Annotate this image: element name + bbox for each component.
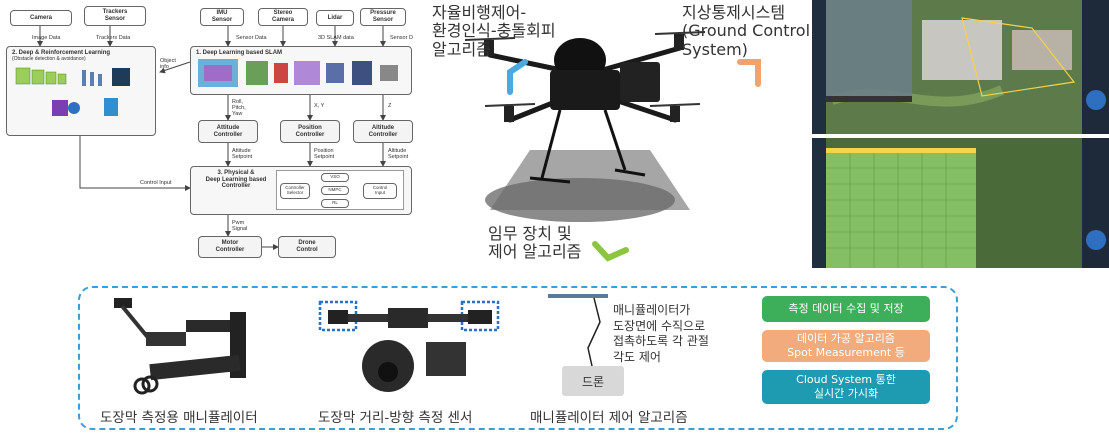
xy-label: X, Y <box>314 103 325 109</box>
cloud-visualization-pill: Cloud System 통한 실시간 가시화 <box>762 370 930 404</box>
physical-deep-learning-controller-block: 3. Physical & Deep Learning based Contro… <box>190 166 412 215</box>
tracker-data-label: Trackers Data <box>96 35 131 41</box>
manipulator-control-schematic <box>548 294 608 367</box>
control-input-label: Control Input <box>140 180 172 186</box>
sensor-caption: 도장막 거리-방향 측정 센서 <box>318 410 473 426</box>
gcs-screen-video <box>812 0 1109 134</box>
pressure-sensor-node: Pressure Sensor <box>360 8 406 26</box>
image-data-label: Image Data <box>32 35 61 41</box>
data-collection-pill: 측정 데이터 수집 및 저장 <box>762 296 930 322</box>
sensor-highlight-right <box>460 300 500 332</box>
gcs-label: 지상통제시스템 (Ground Control System) <box>682 3 811 59</box>
rl-node: RL <box>321 199 349 208</box>
nmpc-node: NMPC <box>321 186 349 195</box>
drone-control-node: Drone Control <box>278 236 336 258</box>
slam-pipeline-illustration <box>198 58 398 87</box>
sensor-data-label-1: Sensor Data <box>236 35 267 41</box>
mission-label: 임무 장치 및 제어 알고리즘 <box>488 224 582 262</box>
gcs-grid-view <box>812 138 1109 268</box>
manipulator-illustration <box>114 298 246 395</box>
manipulator-caption: 도장막 측정용 매니퓰레이터 <box>100 410 258 426</box>
pwm-signal-label: Pwm Signal <box>232 220 248 232</box>
mission-accent-arrow <box>592 241 629 262</box>
sensor-data-label-2: Sensor D <box>390 35 413 41</box>
altitude-setpoint-label: Altitude Setpoint <box>388 148 409 160</box>
object-info-label: Object info <box>160 58 176 70</box>
mission-equipment-panel <box>78 286 958 430</box>
cnn-pipeline-illustration <box>15 67 130 117</box>
system-flowchart: Camera Trackers Sensor Image Data Tracke… <box>0 0 430 280</box>
slam-data-label: 3D SLAM data <box>318 35 354 41</box>
drone-illustration <box>464 31 761 262</box>
drone-illustration-area: 자율비행제어- 환경인식-충돌회피 알고리즘 지상통제시스템 (Ground C… <box>430 0 810 285</box>
manipulator-control-note: 매니퓰레이터가 도장면에 수직으로 접촉하도록 각 관절 각도 제어 <box>613 303 709 364</box>
attitude-controller-node: Attitude Controller <box>198 120 258 143</box>
lidar-node: Lidar <box>316 10 354 26</box>
roll-pitch-yaw-label: Roll, Pitch, Yaw <box>232 99 246 117</box>
controller-inner-diagram: Controller Selector VSO NMPC RL Control … <box>276 170 404 210</box>
control-algorithm-caption: 매니퓰레이터 제어 알고리즘 <box>530 410 688 426</box>
data-processing-pill: 데이터 가공 알고리즘 Spot Measurement 등 <box>762 330 930 362</box>
z-label: Z <box>388 103 392 109</box>
motor-controller-node: Motor Controller <box>198 236 262 258</box>
gcs-accent-arrow <box>737 59 761 87</box>
imu-sensor-node: IMU Sensor <box>200 8 244 26</box>
stereo-camera-node: Stereo Camera <box>258 8 308 26</box>
gcs-video-view <box>812 0 1109 134</box>
camera-node: Camera <box>10 10 72 26</box>
controller-selector-node: Controller Selector <box>280 183 310 199</box>
autonomy-label: 자율비행제어- 환경인식-충돌회피 알고리즘 <box>432 3 556 59</box>
position-controller-node: Position Controller <box>280 120 340 143</box>
tracker-sensor-node: Trackers Sensor <box>84 6 146 26</box>
altitude-controller-node: Altitude Controller <box>353 120 413 143</box>
position-setpoint-label: Position Setpoint <box>314 148 335 160</box>
autonomy-accent-arrow <box>507 59 528 95</box>
deep-learning-slam-block: 1. Deep Learning based SLAM <box>190 46 412 95</box>
control-input-node: Control Input <box>363 183 397 199</box>
drone-box: 드론 <box>562 366 624 396</box>
vso-node: VSO <box>321 173 349 182</box>
flowchart-connectors <box>37 26 386 250</box>
deep-reinforcement-learning-block: 2. Deep & Reinforcement Learning (Obstac… <box>6 46 156 136</box>
distance-direction-sensor-illustration <box>318 300 500 392</box>
gcs-screen-grid <box>812 138 1109 268</box>
attitude-setpoint-label: Attitude Setpoint <box>232 148 253 160</box>
